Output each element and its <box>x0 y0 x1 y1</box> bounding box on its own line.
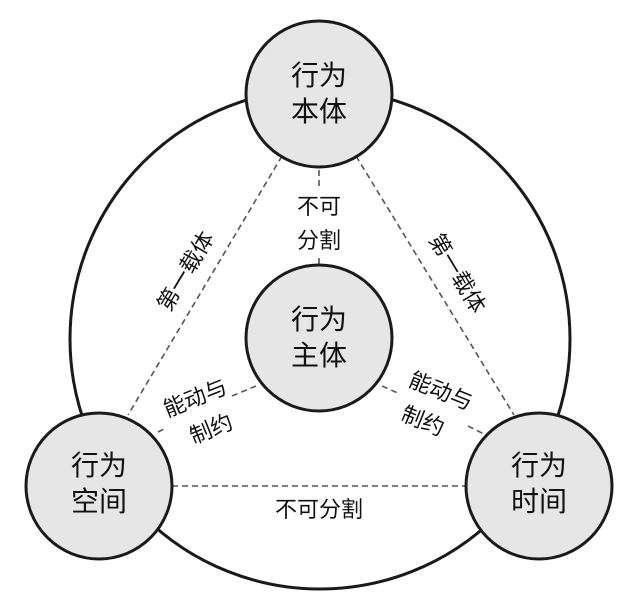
node-time-label-line1: 行为 <box>511 449 567 482</box>
node-space-label-line2: 空间 <box>71 485 127 518</box>
edge-subject-time-line-right <box>467 425 485 435</box>
node-subject-label-line2: 主体 <box>291 339 347 372</box>
edge-body-subject-label-line1: 不可 <box>297 195 341 220</box>
edge-body-subject-label-line2: 分割 <box>297 229 341 254</box>
edge-subject-time-label-line2: 制约 <box>397 402 447 442</box>
node-body-circle <box>244 19 394 169</box>
edge-body-time-line <box>355 155 515 416</box>
edge-body-space-label: 第一载体 <box>153 228 220 316</box>
node-subject-label-line1: 行为 <box>291 303 347 336</box>
node-time-circle <box>464 411 614 561</box>
node-body-label-line1: 行为 <box>291 59 347 92</box>
node-space-circle <box>24 411 174 561</box>
edge-space-time-label: 不可分割 <box>275 498 363 523</box>
edge-subject-space-label-line2: 制约 <box>186 410 236 450</box>
edge-subject-space-line-left <box>157 428 165 433</box>
node-subject-circle <box>244 263 394 413</box>
edge-subject-space-line-right <box>231 385 257 397</box>
node-body-label-line2: 本体 <box>291 95 347 128</box>
edge-subject-time-line-left <box>381 385 401 395</box>
node-time-label-line2: 时间 <box>511 485 567 518</box>
edge-body-space-line <box>127 155 283 416</box>
edge-body-time-label: 第一载体 <box>423 230 490 318</box>
node-space-label-line1: 行为 <box>71 449 127 482</box>
